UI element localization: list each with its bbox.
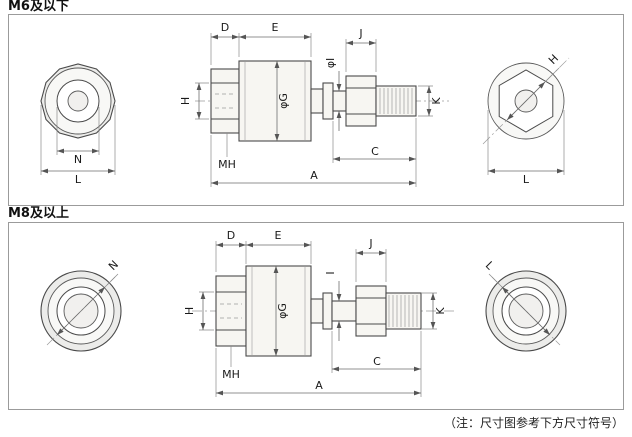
dim-e: E	[246, 229, 312, 264]
panel-title-m8: M8及以上	[8, 206, 69, 221]
dim-mh: MH	[218, 133, 236, 171]
dim-e: E	[239, 21, 312, 57]
dim-label-mh: MH	[222, 368, 240, 381]
panel-m6-and-below: N L	[8, 14, 624, 206]
dim-label-d: D	[227, 229, 235, 242]
front-view-right: H L	[482, 52, 570, 186]
dim-i: I	[324, 271, 342, 341]
dim-label-mh: MH	[218, 158, 236, 171]
dim-c: C	[331, 331, 422, 373]
body	[245, 265, 312, 357]
thread-hole-hidden-lines	[220, 303, 242, 319]
thread-lines	[379, 88, 413, 114]
dim-label-l: L	[523, 173, 530, 186]
front-view-right: L	[483, 259, 567, 352]
step-shaft	[310, 88, 324, 114]
dim-n: N	[56, 107, 100, 166]
nut-left-facets	[211, 82, 239, 120]
dim-a: A	[210, 135, 417, 187]
stud-shaft	[331, 300, 357, 322]
dim-label-a: A	[310, 169, 318, 182]
dim-label-j: J	[358, 27, 362, 40]
body-chamfer-lines	[244, 61, 306, 141]
dim-label-d: D	[221, 21, 229, 34]
nut-right-facets	[346, 87, 376, 115]
dim-label-h: H	[183, 307, 196, 315]
thread-lines	[388, 295, 418, 327]
dim-label-n: N	[106, 258, 121, 273]
front-view-left: N L	[40, 63, 116, 186]
m6-drawing: N L	[40, 21, 570, 187]
dim-label-l: L	[483, 259, 497, 273]
dim-h: H	[179, 82, 209, 120]
dim-label-k: K	[434, 307, 447, 315]
dim-label-c: C	[373, 355, 381, 368]
front-view-left: N	[40, 258, 122, 352]
collar	[322, 82, 334, 120]
dim-label-j: J	[368, 237, 372, 250]
nut-right	[345, 75, 377, 127]
dim-l: L	[487, 110, 565, 186]
step-shaft	[310, 298, 324, 324]
dim-d: D	[210, 21, 240, 65]
nut-left	[215, 275, 247, 347]
dim-a: A	[215, 348, 422, 397]
dim-phi-g: φG	[273, 266, 289, 356]
side-view: D E J I	[183, 229, 454, 397]
dim-phi-g: φG	[274, 61, 290, 141]
dim-mh: MH	[222, 346, 240, 381]
dim-label-phi-g: φG	[277, 93, 290, 109]
body-chamfer-lines	[251, 266, 306, 356]
dim-label-k: K	[430, 97, 443, 105]
body	[238, 60, 312, 142]
dim-k: K	[418, 85, 443, 117]
dim-j: J	[345, 27, 377, 72]
nut-right	[355, 285, 387, 337]
nut-left	[210, 68, 240, 134]
dim-label-phi-i: φI	[324, 58, 337, 69]
m8-drawing: N D	[40, 229, 567, 397]
panel-title-m6: M6及以下	[8, 0, 69, 14]
nut-left-facets	[216, 291, 246, 331]
nut-right-facets	[356, 297, 386, 325]
dim-label-phi-g: φG	[276, 303, 289, 319]
dim-c: C	[332, 118, 417, 163]
threaded-end	[385, 292, 422, 330]
stud-shaft	[332, 90, 347, 112]
dim-label-l: L	[75, 173, 82, 186]
dim-label-h: H	[179, 97, 192, 105]
dim-label-a: A	[315, 379, 323, 392]
dim-phi-i: φI	[324, 58, 342, 131]
dim-d: D	[215, 229, 247, 272]
dim-h: H	[183, 291, 214, 331]
dim-label-h: H	[546, 52, 561, 67]
footnote: （注：尺寸图参考下方尺寸符号）	[443, 416, 624, 430]
dim-l: L	[40, 105, 116, 186]
dim-label-e: E	[272, 21, 279, 34]
dim-j: J	[355, 237, 387, 282]
dim-label-i: I	[324, 271, 337, 274]
center-hole	[67, 90, 89, 112]
dim-k: K	[421, 292, 447, 330]
dim-label-c: C	[371, 145, 379, 158]
collar	[322, 292, 333, 330]
side-view: D E J φI	[179, 21, 449, 187]
dim-label-e: E	[275, 229, 282, 242]
dim-label-n: N	[74, 153, 82, 166]
thread-hole-hidden-lines	[215, 93, 235, 109]
panel-m8-and-above: N D	[8, 222, 624, 410]
